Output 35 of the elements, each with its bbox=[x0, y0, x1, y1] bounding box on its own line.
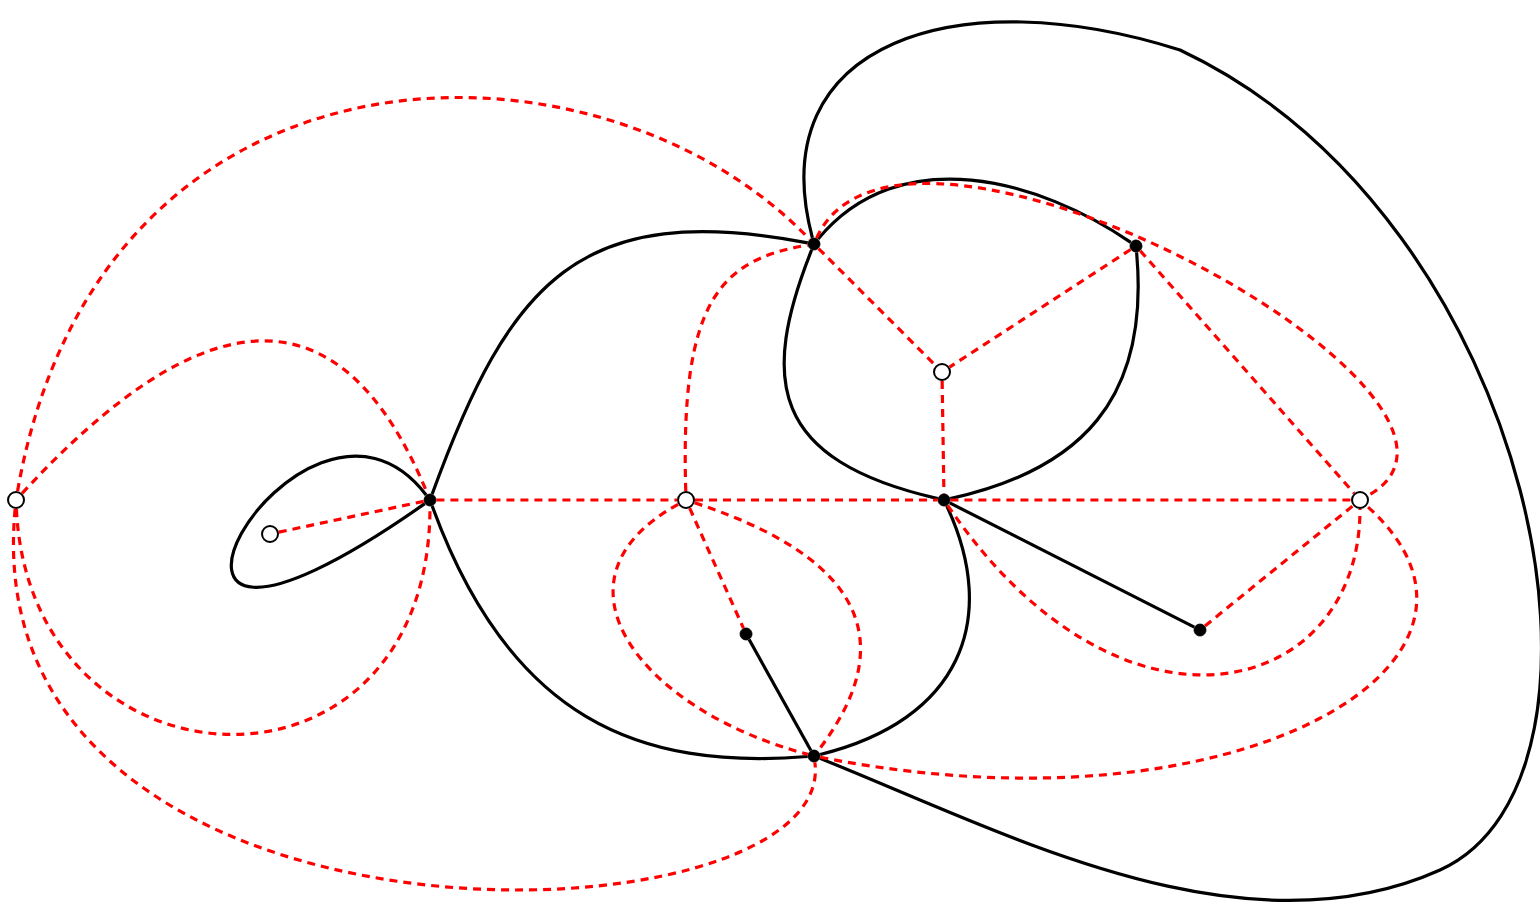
vertex-circle bbox=[261, 525, 279, 543]
vertex-circle bbox=[677, 491, 695, 509]
dashed-edge bbox=[688, 507, 745, 629]
dashed-edge bbox=[817, 247, 937, 367]
dashed-edge bbox=[946, 504, 1362, 676]
dashed-edge bbox=[611, 503, 809, 756]
dashed-edge bbox=[694, 501, 862, 752]
vertex-circle bbox=[1351, 491, 1369, 509]
dashed-edge bbox=[1139, 249, 1356, 495]
dashed-edge bbox=[695, 498, 938, 502]
dashed-edge bbox=[683, 243, 809, 491]
dashed-edge bbox=[950, 498, 1351, 502]
dashed-edge bbox=[815, 183, 1397, 497]
vertex-circle bbox=[7, 491, 25, 509]
edge-line bbox=[819, 505, 971, 756]
dashed-edge bbox=[948, 248, 1132, 369]
dashed-edge bbox=[16, 96, 811, 492]
edge-line bbox=[949, 501, 1196, 629]
dashed-edge bbox=[820, 504, 1417, 780]
dashed-edge bbox=[20, 339, 430, 495]
edge-line bbox=[803, 20, 1540, 902]
dashed-edge bbox=[940, 380, 946, 494]
edge-line bbox=[949, 252, 1140, 501]
edge-line bbox=[230, 454, 428, 589]
dashed-edge bbox=[436, 498, 677, 502]
vertex-circle bbox=[933, 363, 951, 381]
dashed-edge bbox=[14, 506, 432, 736]
edge-line bbox=[430, 505, 808, 761]
edge-line bbox=[747, 638, 813, 752]
dashed-edge bbox=[1203, 504, 1355, 628]
edge-line bbox=[430, 230, 808, 495]
edge-line bbox=[816, 177, 1132, 244]
edge-line bbox=[782, 249, 939, 501]
dashed-edge bbox=[13, 508, 817, 892]
dashed-edge bbox=[278, 499, 425, 534]
